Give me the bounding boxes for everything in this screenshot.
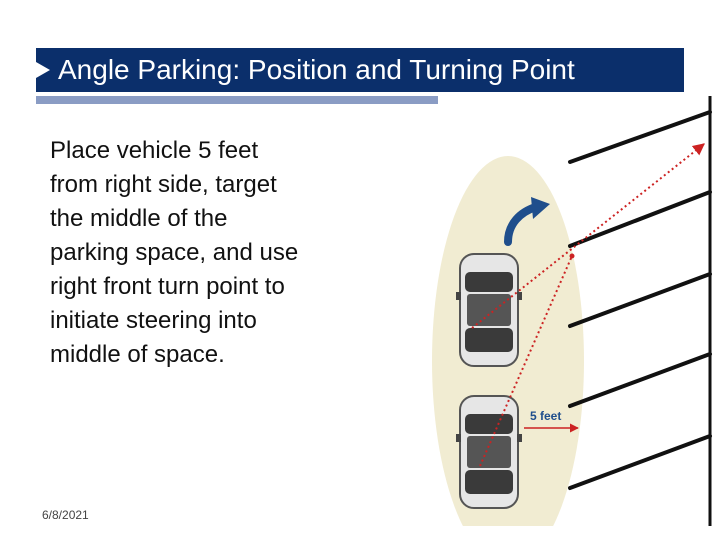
stall-line	[568, 352, 712, 408]
stall-line	[568, 272, 712, 328]
angle-parking-diagram: 5 feet	[432, 96, 712, 526]
parking-space-lines	[568, 110, 712, 490]
target-line-turn-point	[479, 255, 573, 467]
stall-line	[568, 190, 712, 248]
target-line-to-space	[471, 143, 705, 329]
turn-point-marker	[569, 253, 575, 259]
bullet-arrow-icon	[36, 62, 50, 78]
title-underline	[36, 96, 438, 104]
slide-title: Angle Parking: Position and Turning Poin…	[58, 54, 575, 85]
turn-arrow-head-icon	[531, 197, 550, 219]
car-rear-icon	[456, 395, 522, 509]
stall-line	[568, 434, 712, 490]
title-bar: Angle Parking: Position and Turning Poin…	[36, 48, 684, 92]
footer-date: 6/8/2021	[42, 508, 89, 522]
measurement-label: 5 feet	[530, 409, 561, 423]
target-lines	[471, 143, 705, 467]
stall-line	[568, 110, 712, 164]
car-front-icon	[456, 253, 522, 367]
body-text: Place vehicle 5 feet from right side, ta…	[50, 137, 299, 368]
